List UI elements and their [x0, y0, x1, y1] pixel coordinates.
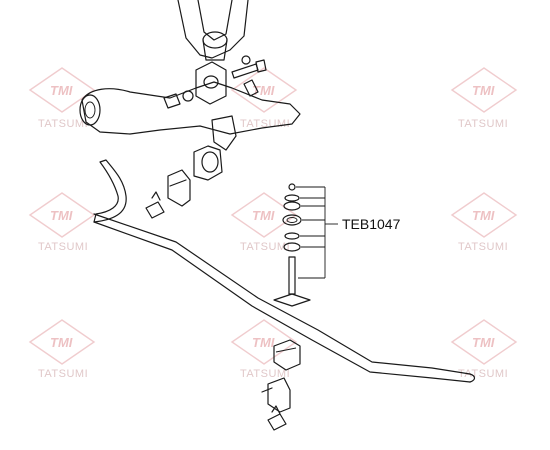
arm-hardware [163, 55, 267, 109]
watermark-ml: TMI TATSUMI [28, 192, 96, 253]
svg-text:TMI: TMI [50, 83, 73, 98]
svg-text:TATSUMI: TATSUMI [458, 241, 508, 253]
svg-text:TMI: TMI [50, 335, 73, 350]
svg-text:TATSUMI: TATSUMI [458, 118, 508, 130]
lower-bolt [267, 405, 287, 431]
leader-lines [296, 186, 338, 279]
svg-text:TMI: TMI [50, 208, 73, 223]
svg-text:TMI: TMI [252, 335, 275, 350]
svg-text:TMI: TMI [472, 335, 495, 350]
watermark-br: TMI TATSUMI [450, 319, 518, 380]
stabilizer-link [273, 183, 311, 307]
stabilizer-bar [93, 159, 476, 383]
svg-text:TATSUMI: TATSUMI [38, 241, 88, 253]
mount-bolt [145, 191, 165, 219]
upper-bushing-clamp [167, 145, 223, 207]
svg-text:TATSUMI: TATSUMI [240, 368, 290, 380]
lower-control-arm [79, 61, 301, 151]
watermark-tr: TMI TATSUMI [450, 67, 518, 130]
strut-assembly [177, 0, 249, 61]
watermark-bl: TMI TATSUMI [28, 319, 96, 380]
svg-text:TMI: TMI [472, 83, 495, 98]
svg-text:TATSUMI: TATSUMI [458, 368, 508, 380]
svg-text:TMI: TMI [252, 83, 275, 98]
svg-text:TATSUMI: TATSUMI [240, 241, 290, 253]
lower-bushing-clamp [261, 339, 301, 413]
svg-text:TMI: TMI [472, 208, 495, 223]
watermark-mr: TMI TATSUMI [450, 192, 518, 253]
watermark-tl: TMI TATSUMI [28, 67, 96, 130]
watermark-tc: TMI TATSUMI [230, 67, 298, 130]
svg-text:TATSUMI: TATSUMI [38, 118, 88, 130]
svg-text:TATSUMI: TATSUMI [240, 118, 290, 130]
watermark-bc: TMI TATSUMI [230, 319, 298, 380]
svg-text:TMI: TMI [252, 208, 275, 223]
part-number-label: TEB1047 [342, 216, 401, 232]
watermark-grid: TMI TATSUMI TMI TATSUMI TMI TATSUMI TMI … [28, 67, 518, 380]
svg-text:TATSUMI: TATSUMI [38, 368, 88, 380]
